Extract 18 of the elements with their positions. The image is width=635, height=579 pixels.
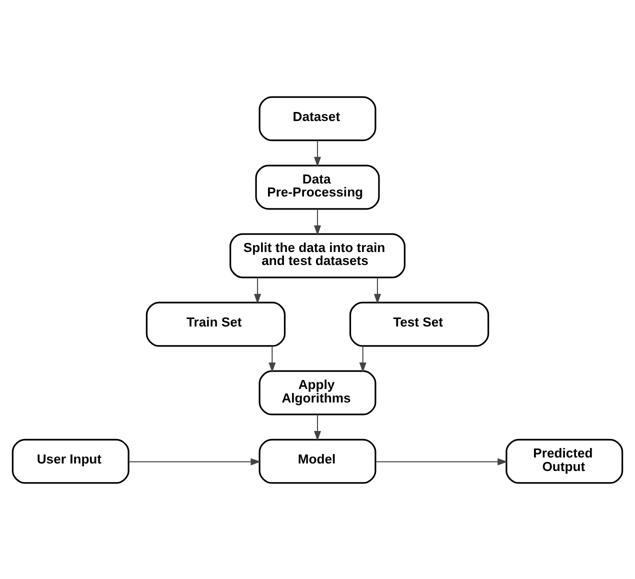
arrow	[254, 276, 262, 304]
arrow	[314, 140, 322, 166]
node-box: Split the data into train and test datasets	[230, 232, 406, 278]
arrow	[128, 458, 261, 465]
node-box: Dataset	[258, 96, 376, 141]
arrow	[314, 208, 322, 235]
arrow	[359, 345, 366, 372]
node-box: Test Set	[349, 301, 490, 346]
arrow	[314, 414, 322, 441]
node-box: Apply Algorithms	[258, 370, 376, 415]
node-box: Train Set	[146, 301, 286, 346]
node-box: Data Pre-Processing	[255, 164, 380, 210]
arrow	[374, 276, 381, 304]
arrow	[268, 345, 276, 372]
node-box: Predicted Output	[506, 438, 624, 484]
arrow	[376, 458, 508, 465]
node-box: User Input	[12, 438, 130, 484]
node-box: Model	[258, 438, 376, 484]
